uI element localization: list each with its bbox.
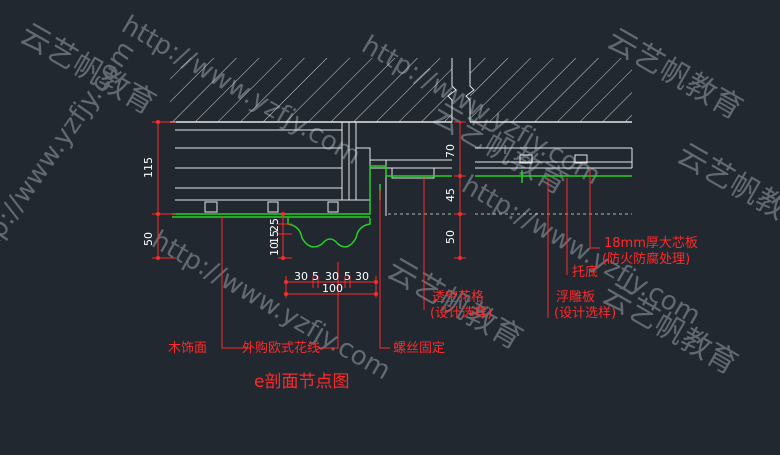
- dim-25: 25: [268, 218, 281, 232]
- label-wood-finish: 木饰面: [168, 341, 207, 356]
- watermark-text: 云艺帆教育: [671, 137, 780, 242]
- dim-15: 15: [268, 230, 281, 244]
- dim-5a: 5: [312, 270, 319, 283]
- label-bracket: 托底: [572, 264, 598, 280]
- dim-30c: 30: [355, 270, 369, 283]
- framing-left: [175, 121, 452, 216]
- annotation-labels: 木饰面 外购欧式花线 螺丝固定 透空花格 (设计选样) 浮雕板 (设计选样) 托…: [168, 236, 698, 392]
- dim-45: 45: [444, 188, 457, 202]
- dim-30a: 30: [294, 270, 308, 283]
- dim-50-left: 50: [142, 232, 155, 246]
- label-screw-fixing: 螺丝固定: [393, 341, 445, 356]
- ceiling-slab: [170, 58, 632, 123]
- label-relief-board-note: (设计选样): [554, 306, 616, 321]
- label-openwork-grille-note: (设计选样): [430, 306, 492, 321]
- label-relief-board: 浮雕板: [556, 290, 595, 305]
- dim-100: 100: [322, 282, 343, 295]
- molding-profile: [287, 218, 371, 248]
- dim-70: 70: [444, 144, 457, 158]
- label-openwork-grille: 透空花格: [432, 289, 484, 305]
- dim-10: 10: [268, 242, 281, 256]
- drawing-title: e剖面节点图: [254, 372, 349, 392]
- dimension-ticks: [156, 120, 462, 296]
- dimension-lines: [152, 121, 600, 349]
- dim-115: 115: [142, 157, 155, 178]
- framing-right: [475, 147, 633, 169]
- finish-profile: [172, 165, 632, 248]
- label-core-board-note: (防火防腐处理): [602, 251, 690, 267]
- dim-30b: 30: [325, 270, 339, 283]
- dim-5b: 5: [344, 270, 351, 283]
- dim-50-mid: 50: [444, 230, 457, 244]
- label-european-molding: 外购欧式花线: [242, 340, 320, 356]
- dimension-text: 115 50 10 15 25 30 5 30 5 30 100 70 45 5…: [142, 144, 457, 295]
- label-core-board: 18mm厚大芯板: [604, 236, 698, 251]
